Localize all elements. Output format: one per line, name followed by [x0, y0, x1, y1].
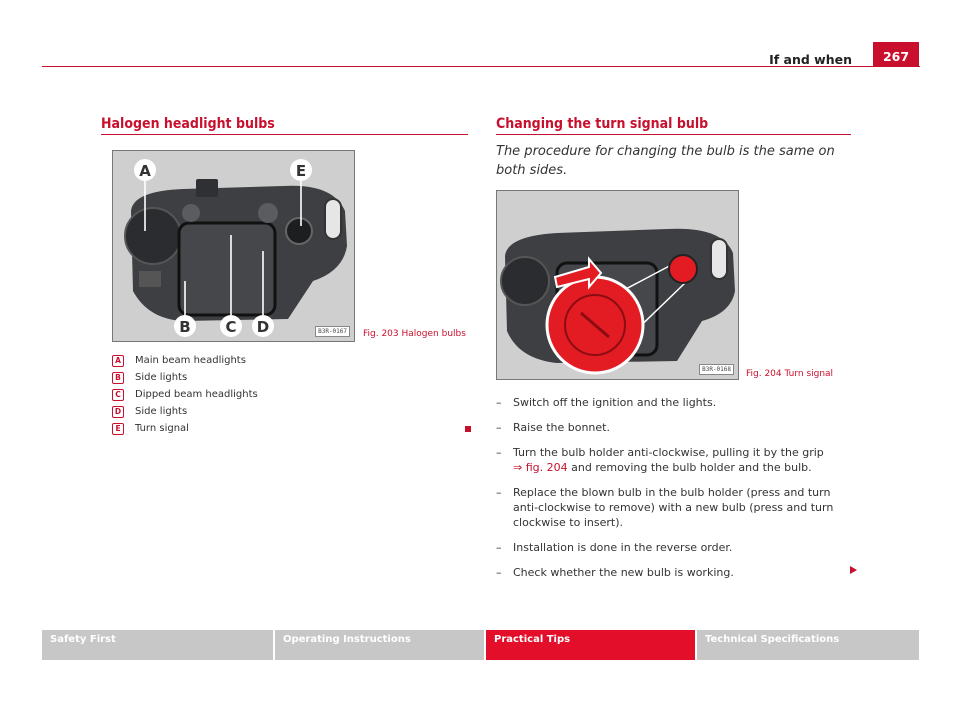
step-text-part: Turn the bulb holder anti-clockwise, pul… [513, 446, 824, 459]
svg-text:B: B [179, 318, 190, 336]
step-text: Turn the bulb holder anti-clockwise, pul… [513, 445, 824, 475]
callout-D: D [252, 315, 274, 337]
figure-caption-204: Fig. 204 Turn signal [746, 369, 834, 379]
procedure-step: –Raise the bonnet. [496, 420, 856, 435]
step-marker: – [496, 486, 502, 499]
procedure-step: –Replace the blown bulb in the bulb hold… [496, 485, 856, 530]
legend-label: Main beam headlights [135, 355, 246, 366]
callout-overlay: A E B C D [134, 159, 312, 337]
legend-label: Dipped beam headlights [135, 389, 258, 400]
legend-key-badge: D [112, 405, 124, 418]
procedure-steps: –Switch off the ignition and the lights.… [496, 395, 856, 590]
step-marker: – [496, 566, 502, 579]
section-heading-turn-signal: Changing the turn signal bulb [496, 116, 709, 132]
figure-code: B3R-0168 [699, 364, 734, 375]
tab-practical-tips[interactable]: Practical Tips [484, 630, 695, 660]
step-text-part: and removing the bulb holder and the bul… [567, 461, 812, 474]
running-header-title: If and when [769, 52, 852, 67]
section-heading-halogen: Halogen headlight bulbs [101, 116, 275, 132]
svg-text:E: E [296, 162, 306, 180]
figure-caption-203: Fig. 203 Halogen bulbs [363, 329, 466, 339]
legend-item: D Side lights [112, 403, 258, 420]
svg-text:A: A [139, 162, 151, 180]
callout-A: A [134, 159, 156, 181]
legend-label: Side lights [135, 372, 188, 383]
legend-item: E Turn signal [112, 420, 258, 437]
triangle-right-icon [850, 566, 857, 574]
callout-C: C [220, 315, 242, 337]
legend-item: B Side lights [112, 369, 258, 386]
svg-text:C: C [225, 318, 236, 336]
tab-safety-first[interactable]: Safety First [42, 630, 273, 660]
step-text: Switch off the ignition and the lights. [513, 396, 717, 409]
step-marker: – [496, 541, 502, 554]
legend-key-badge: E [112, 422, 124, 435]
legend-label: Turn signal [135, 423, 189, 434]
footer-chapter-tabs: Safety First Operating Instructions Prac… [42, 630, 919, 660]
step-text: Check whether the new bulb is working. [513, 566, 734, 579]
step-marker: – [496, 421, 502, 434]
callout-E: E [290, 159, 312, 181]
turn-signal-illustration [497, 191, 738, 379]
legend-item: C Dipped beam headlights [112, 386, 258, 403]
legend-key-badge: C [112, 388, 124, 401]
figure-cross-reference-link[interactable]: ⇒ fig. 204 [513, 461, 568, 474]
callout-B: B [174, 315, 196, 337]
section-rule-right [496, 134, 851, 135]
section-rule-left [101, 134, 468, 135]
header-rule [42, 66, 920, 67]
step-marker: – [496, 396, 502, 409]
svg-text:D: D [257, 318, 269, 336]
procedure-step: –Check whether the new bulb is working. [496, 565, 856, 580]
legend-list: A Main beam headlights B Side lights C Dipp… [112, 352, 258, 437]
procedure-step: –Switch off the ignition and the lights. [496, 395, 856, 410]
legend-item: A Main beam headlights [112, 352, 258, 369]
tab-operating-instructions[interactable]: Operating Instructions [273, 630, 484, 660]
figure-halogen-bulbs: A E B C D B3R-0167 [112, 150, 355, 342]
procedure-step: –Installation is done in the reverse ord… [496, 540, 856, 555]
legend-key-badge: B [112, 371, 124, 384]
section-intro: The procedure for changing the bulb is t… [496, 144, 835, 178]
legend-key-badge: A [112, 354, 124, 367]
legend-label: Side lights [135, 406, 188, 417]
square-end-icon [465, 426, 471, 432]
figure-code: B3R-0167 [315, 326, 350, 337]
procedure-step: –Turn the bulb holder anti-clockwise, pu… [496, 445, 856, 475]
figure-turn-signal: B3R-0168 [496, 190, 739, 380]
step-marker: – [496, 446, 502, 459]
step-text: Installation is done in the reverse orde… [513, 541, 733, 554]
page-number: 267 [873, 42, 919, 66]
step-text: Raise the bonnet. [513, 421, 610, 434]
step-text: Replace the blown bulb in the bulb holde… [513, 486, 834, 529]
tab-technical-specifications[interactable]: Technical Specifications [695, 630, 919, 660]
